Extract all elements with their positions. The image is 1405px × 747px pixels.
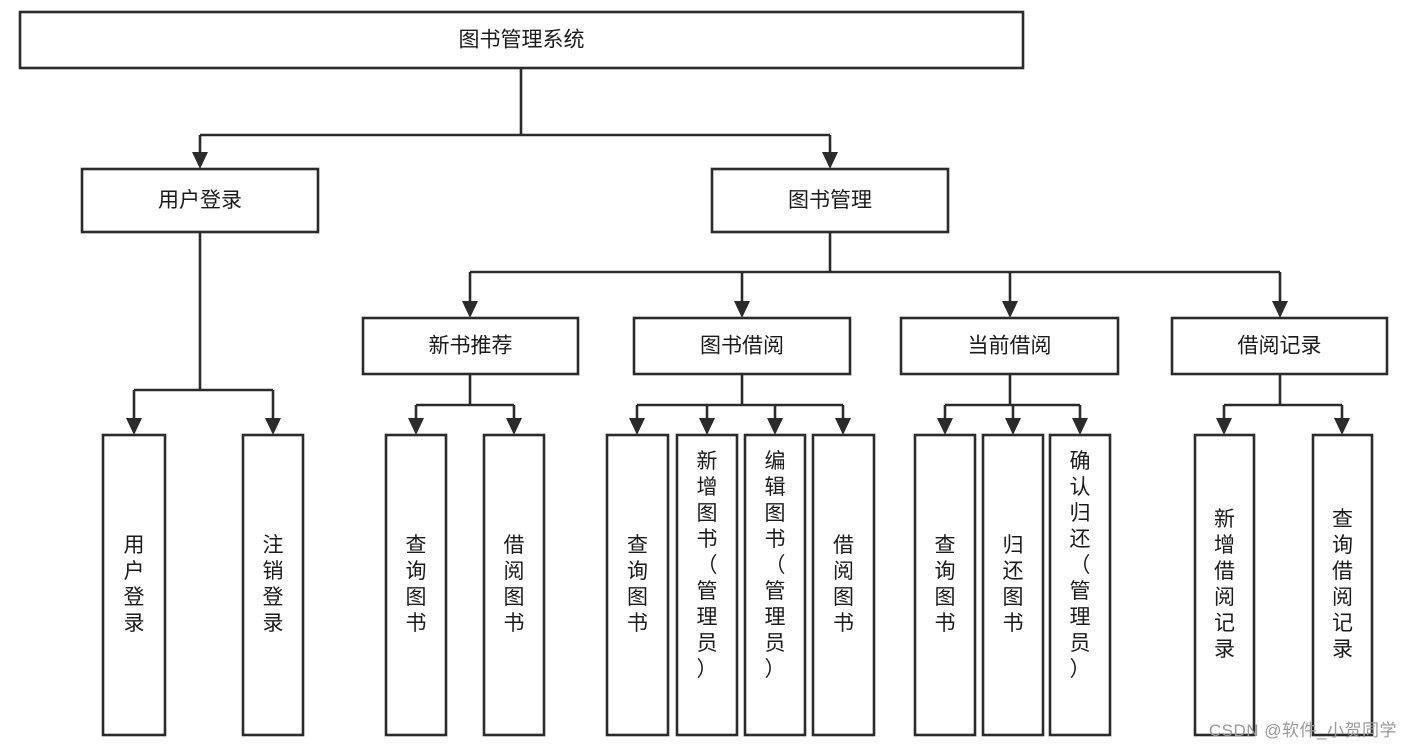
node-box-user-login[interactable] [80,167,320,234]
arrow-head-icon [835,418,851,435]
node-box-borrow-record[interactable] [1170,316,1389,376]
node-label-leaf-query-book-borrow: 查询图书 [627,534,648,635]
connectors-layer [126,68,1350,435]
node-label-user-login: 用户登录 [158,189,242,212]
node-root[interactable]: 图书管理系统 [18,10,1025,70]
node-leaf-return-book[interactable]: 归还图书 [981,433,1045,737]
node-user-login[interactable]: 用户登录 [80,167,320,234]
node-label-new-book-recommend: 新书推荐 [429,335,513,358]
connector-conn-manage-level3 [462,232,1288,318]
node-label-leaf-query-borrow-record: 查询借阅记录 [1332,508,1353,661]
node-new-book-recommend[interactable]: 新书推荐 [361,316,580,376]
node-current-borrow[interactable]: 当前借阅 [899,316,1120,376]
connector-conn-login-leaves [126,232,281,435]
node-label-leaf-query-book-recommend: 查询图书 [406,534,427,635]
node-leaf-confirm-return[interactable]: 确认归还（管理员） [1048,433,1112,737]
connector-conn-current-leaves [937,374,1088,435]
connector-conn-root-level2 [192,68,838,169]
connector-conn-record-leaves [1216,374,1350,435]
node-label-borrow-record: 借阅记录 [1238,335,1322,358]
node-box-book-borrow[interactable] [632,316,852,376]
node-leaf-add-borrow-record[interactable]: 新增借阅记录 [1193,433,1256,737]
arrow-head-icon [506,418,522,435]
node-box-leaf-query-book-recommend[interactable] [384,433,448,737]
node-box-leaf-borrow-book-recommend[interactable] [482,433,546,737]
node-leaf-query-book-borrow[interactable]: 查询图书 [605,433,670,737]
node-box-leaf-add-book[interactable] [675,433,739,737]
node-box-leaf-query-book-borrow[interactable] [605,433,670,737]
node-box-leaf-query-borrow-record[interactable] [1311,433,1374,737]
node-box-leaf-query-book-current[interactable] [913,433,977,737]
arrow-head-icon [265,418,281,435]
arrow-head-icon [822,152,838,169]
node-label-book-manage: 图书管理 [788,189,872,212]
node-box-root[interactable] [18,10,1025,70]
node-leaf-query-book-recommend[interactable]: 查询图书 [384,433,448,737]
arrow-head-icon [734,301,750,318]
node-label-leaf-logout-login: 注销登录 [263,534,284,635]
node-book-manage[interactable]: 图书管理 [710,167,950,234]
connector-conn-recommend-leaves [408,374,522,435]
node-box-leaf-edit-book[interactable] [743,433,807,737]
nodes-layer: 图书管理系统用户登录图书管理新书推荐图书借阅当前借阅借阅记录用户登录注销登录查询… [18,10,1389,737]
arrow-head-icon [1334,418,1350,435]
arrow-head-icon [767,418,783,435]
node-leaf-logout-login[interactable]: 注销登录 [241,433,305,737]
node-label-leaf-borrow-book-recommend: 借阅图书 [504,534,525,635]
connector-conn-borrow-leaves [629,374,851,435]
node-label-root: 图书管理系统 [459,29,585,52]
node-box-book-manage[interactable] [710,167,950,234]
arrow-head-icon [1216,418,1232,435]
node-label-leaf-return-book: 归还图书 [1003,534,1024,635]
node-leaf-query-borrow-record[interactable]: 查询借阅记录 [1311,433,1374,737]
node-leaf-query-book-current[interactable]: 查询图书 [913,433,977,737]
node-label-leaf-add-borrow-record: 新增借阅记录 [1214,508,1235,661]
arrow-head-icon [699,418,715,435]
node-label-leaf-user-login: 用户登录 [124,534,145,635]
arrow-head-icon [462,301,478,318]
node-box-leaf-borrow-book[interactable] [811,433,876,737]
node-leaf-edit-book[interactable]: 编辑图书（管理员） [743,433,807,737]
arrow-head-icon [1272,301,1288,318]
node-box-leaf-user-login[interactable] [101,433,167,737]
node-label-leaf-add-book: 新增图书（管理员） [697,450,718,681]
arrow-head-icon [126,418,142,435]
node-leaf-borrow-book-recommend[interactable]: 借阅图书 [482,433,546,737]
node-box-leaf-add-borrow-record[interactable] [1193,433,1256,737]
node-label-book-borrow: 图书借阅 [700,335,784,358]
node-box-new-book-recommend[interactable] [361,316,580,376]
node-label-leaf-confirm-return: 确认归还（管理员） [1070,450,1091,681]
node-label-leaf-borrow-book: 借阅图书 [833,534,854,635]
arrow-head-icon [1072,418,1088,435]
arrow-head-icon [937,418,953,435]
node-borrow-record[interactable]: 借阅记录 [1170,316,1389,376]
node-label-current-borrow: 当前借阅 [968,335,1052,358]
node-box-leaf-confirm-return[interactable] [1048,433,1112,737]
node-label-leaf-edit-book: 编辑图书（管理员） [765,450,786,681]
node-leaf-user-login[interactable]: 用户登录 [101,433,167,737]
arrow-head-icon [1002,301,1018,318]
node-box-leaf-logout-login[interactable] [241,433,305,737]
arrow-head-icon [192,152,208,169]
arrow-head-icon [629,418,645,435]
node-leaf-borrow-book[interactable]: 借阅图书 [811,433,876,737]
node-book-borrow[interactable]: 图书借阅 [632,316,852,376]
csdn-watermark: CSDN @软件_小贺同学 [1208,721,1397,740]
node-leaf-add-book[interactable]: 新增图书（管理员） [675,433,739,737]
node-box-leaf-return-book[interactable] [981,433,1045,737]
arrow-head-icon [408,418,424,435]
node-box-current-borrow[interactable] [899,316,1120,376]
arrow-head-icon [1005,418,1021,435]
node-label-leaf-query-book-current: 查询图书 [935,534,956,635]
